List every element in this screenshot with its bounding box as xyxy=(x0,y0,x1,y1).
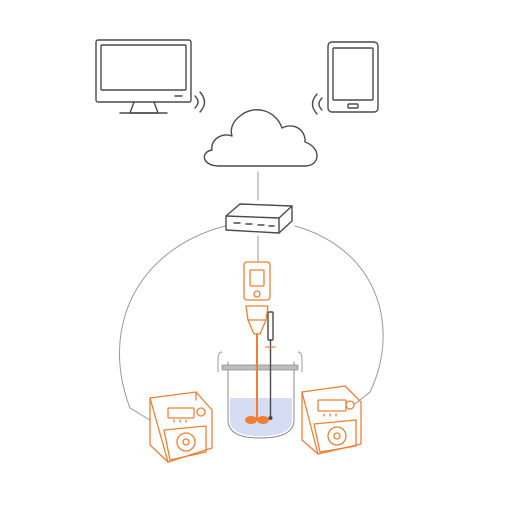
beaker-icon xyxy=(217,351,303,439)
monitor-icon xyxy=(95,39,206,114)
network-hub-icon xyxy=(225,203,293,234)
peristaltic-pump-icon-right xyxy=(301,385,362,455)
cloud-icon xyxy=(203,109,318,167)
hub-to-right-pump-line xyxy=(294,225,384,405)
tablet-icon xyxy=(311,41,379,115)
peristaltic-pump-icon-left xyxy=(149,391,213,463)
probe-icon xyxy=(265,311,276,420)
connection-lines xyxy=(118,171,384,421)
hub-to-left-pump-line xyxy=(118,225,226,421)
overhead-stirrer-icon xyxy=(243,261,271,424)
